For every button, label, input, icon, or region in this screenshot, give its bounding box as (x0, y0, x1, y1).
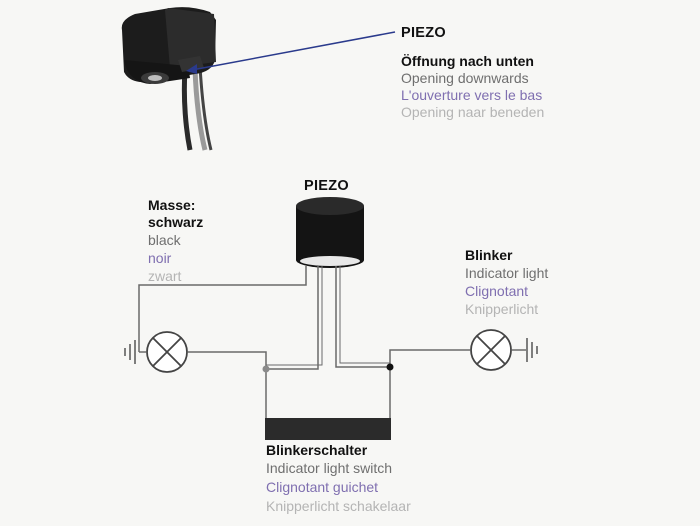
indicator-label-nl: Knipperlicht (465, 301, 539, 317)
switch-label-fr: Clignotant guichet (266, 479, 379, 495)
switch-label-nl: Knipperlicht schakelaar (266, 498, 411, 514)
ground-symbol-left (124, 340, 136, 364)
wires (138, 266, 526, 418)
junction-left (262, 365, 270, 373)
photo-callout-en: Opening downwards (401, 70, 529, 86)
photo-callout-fr: L'ouverture vers le bas (401, 87, 543, 103)
indicator-label-de: Blinker (465, 247, 513, 263)
indicator-switch-bar (265, 418, 391, 440)
ground-label-de-1: Masse: (148, 197, 196, 213)
ground-symbol-right (526, 338, 538, 362)
callout-arrowhead (186, 64, 197, 74)
photo-callout-de: Öffnung nach unten (401, 53, 534, 69)
photo-callout-title: PIEZO (401, 25, 447, 41)
piezo-label: PIEZO (304, 178, 350, 194)
ground-label-de-2: schwarz (148, 214, 204, 230)
switch-label-de: Blinkerschalter (266, 442, 368, 458)
piezo-photo (121, 7, 216, 151)
callout-arrow-line (191, 31, 396, 71)
lamp-left (146, 331, 188, 373)
piezo-cylinder (296, 197, 364, 268)
ground-label-nl: zwart (148, 268, 182, 284)
ground-label-fr: noir (148, 250, 172, 266)
lamp-right (470, 329, 512, 371)
photo-callout-nl: Opening naar beneden (401, 104, 545, 120)
ground-label-en: black (148, 232, 181, 248)
indicator-label-fr: Clignotant (465, 283, 529, 299)
junction-right (386, 363, 394, 371)
indicator-label-en: Indicator light (465, 265, 549, 281)
switch-label-en: Indicator light switch (266, 460, 393, 476)
